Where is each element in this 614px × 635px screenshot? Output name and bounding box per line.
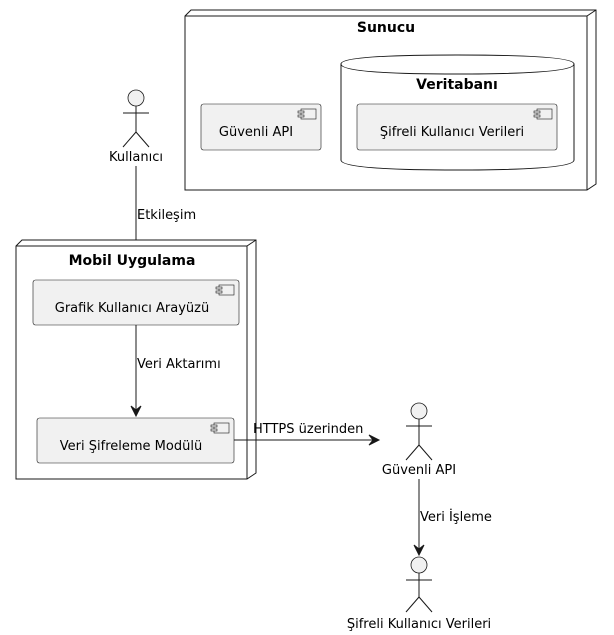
encryption-module-component: Veri Şifreleme Modülü [36, 417, 235, 464]
edge-api-to-data: Veri İşleme [413, 479, 492, 557]
user-actor-label: Kullanıcı [109, 150, 163, 165]
encrypted-data-actor: Şifreli Kullanıcı Verileri [347, 556, 491, 632]
db-user-data-label: Şifreli Kullanıcı Verileri [380, 125, 524, 140]
edge-gui-to-module: Veri Aktarımı [130, 325, 221, 418]
server-node-title: Sunucu [357, 20, 415, 36]
component-icon [210, 422, 230, 434]
edge-module-to-api-label: HTTPS üzerinden [253, 422, 363, 437]
mobile-app-title: Mobil Uygulama [69, 253, 196, 269]
edge-module-to-api: HTTPS üzerinden [234, 422, 381, 446]
component-icon [215, 284, 235, 296]
db-user-data-component: Şifreli Kullanıcı Verileri [356, 103, 558, 151]
encryption-module-label: Veri Şifreleme Modülü [60, 439, 202, 454]
component-icon [297, 108, 317, 120]
database-title: Veritabanı [416, 77, 498, 93]
edge-gui-to-module-label: Veri Aktarımı [137, 357, 221, 372]
encrypted-data-actor-label: Şifreli Kullanıcı Verileri [347, 617, 491, 632]
user-actor: Kullanıcı [109, 89, 163, 165]
secure-api-actor: Güvenli API [382, 402, 456, 478]
component-icon [533, 108, 553, 120]
edge-api-to-data-label: Veri İşleme [420, 509, 492, 525]
server-api-label: Güvenli API [219, 125, 293, 140]
server-api-component: Güvenli API [200, 103, 322, 151]
edge-user-to-gui-label: Etkileşim [137, 208, 196, 223]
secure-api-actor-label: Güvenli API [382, 463, 456, 478]
gui-component: Grafik Kullanıcı Arayüzü [32, 279, 240, 326]
gui-label: Grafik Kullanıcı Arayüzü [55, 301, 209, 316]
